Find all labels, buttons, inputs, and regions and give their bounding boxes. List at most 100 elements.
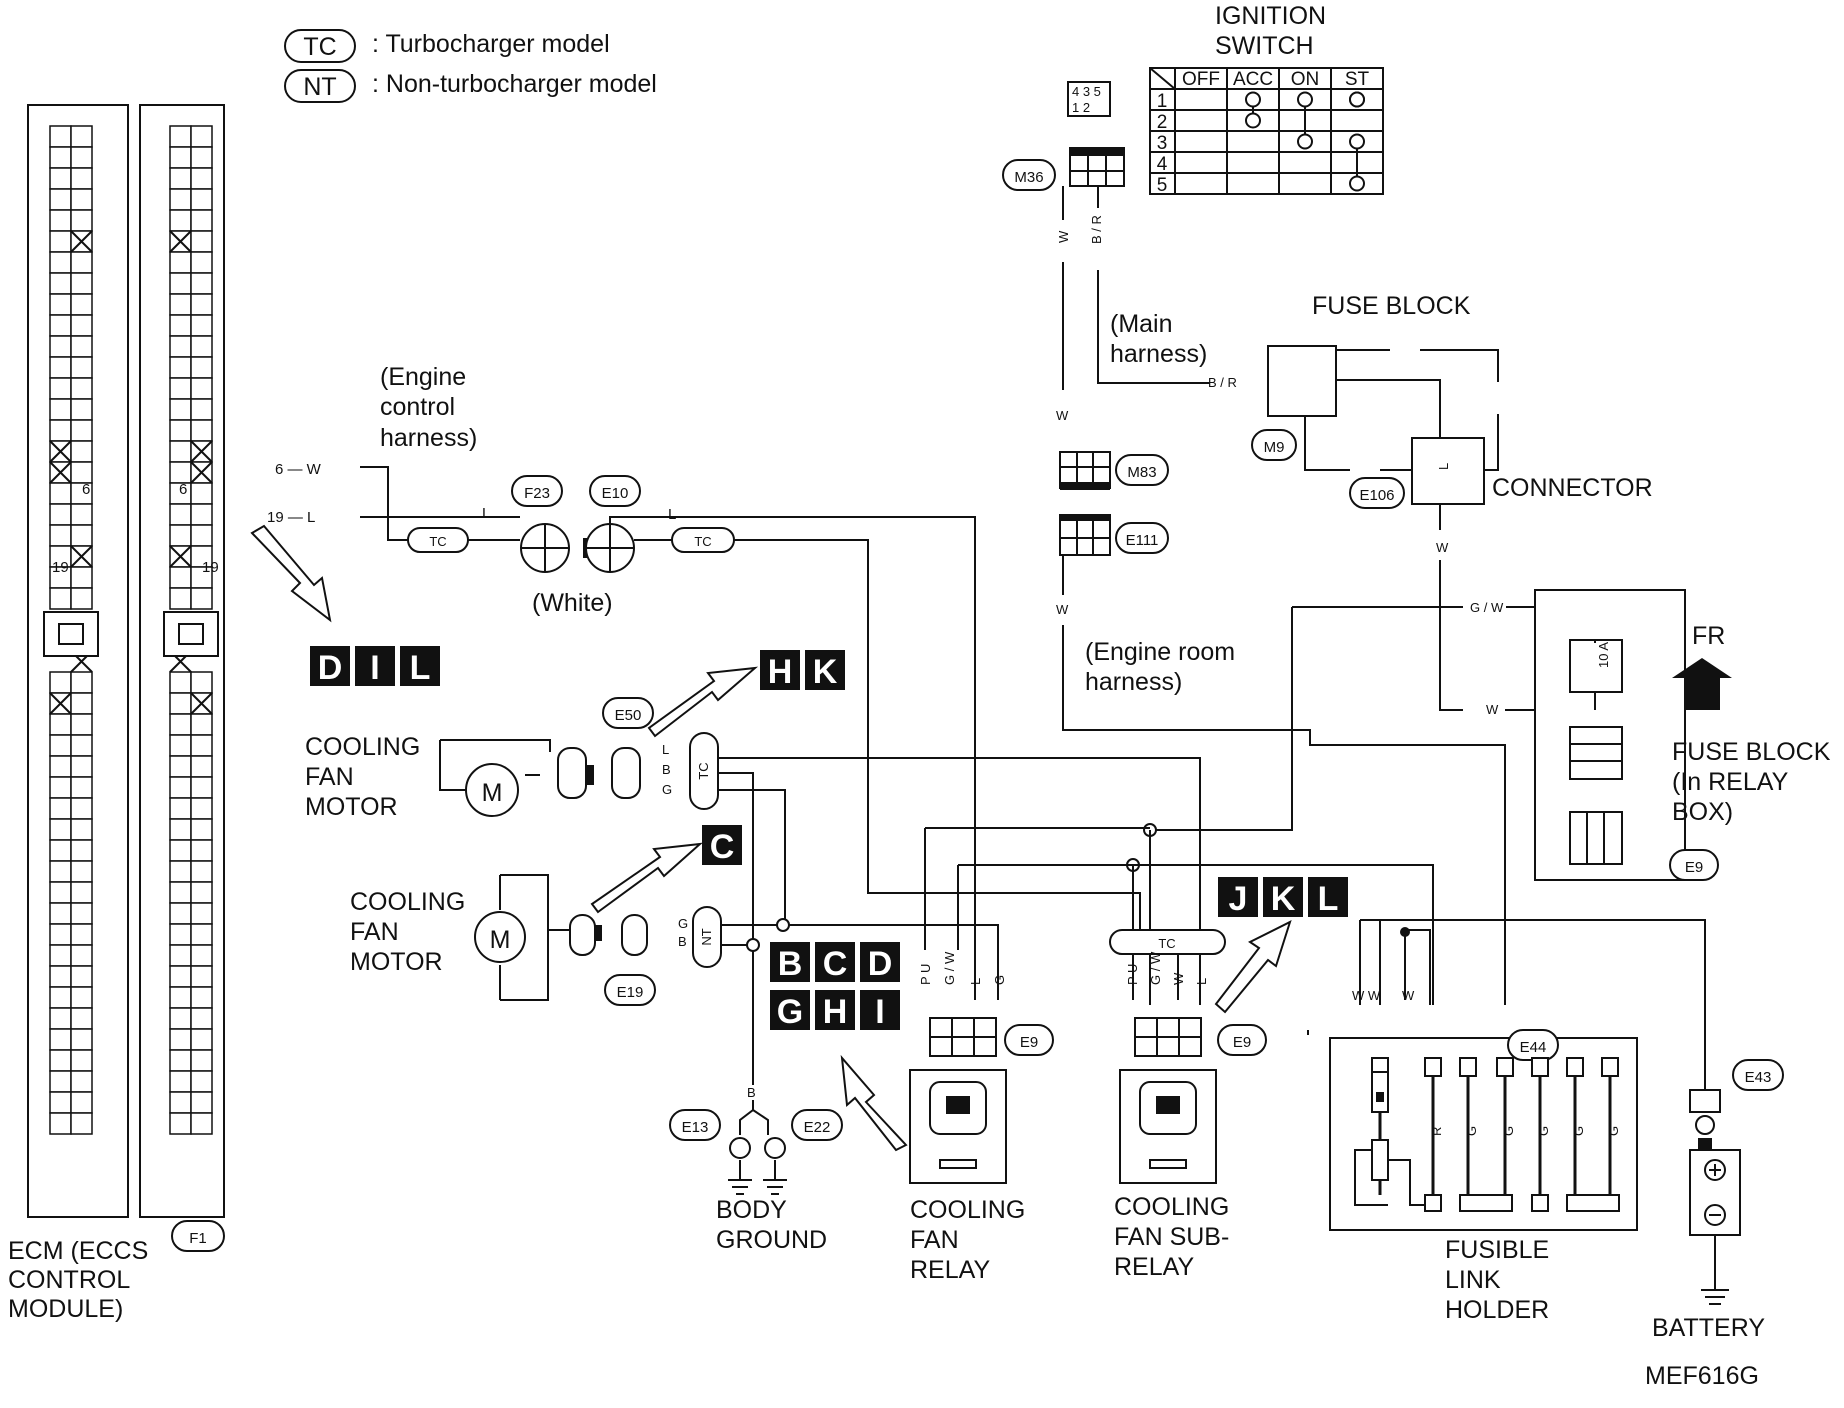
arrow-to-dil (250, 524, 332, 623)
ref-dil-letter-d: D (318, 649, 343, 687)
ecm-pin-cell (70, 1007, 93, 1030)
subrelay-line3: RELAY (1114, 1253, 1194, 1281)
wire-br-ign-down (1097, 186, 1210, 384)
wire-br-ign: B / R (1089, 215, 1104, 244)
ecm-pin-cell (169, 335, 192, 358)
connector-f23-grid (521, 524, 569, 572)
fusible-line1: FUSIBLE (1445, 1236, 1549, 1264)
relay-line1: COOLING (910, 1196, 1025, 1224)
cooling-fan-sub-relay: TC P U G / W W L E9 COOLING FAN SUB- REL… (925, 823, 1434, 1281)
harness-main-line1: (Main (1110, 310, 1173, 338)
ecm-pin-cell (49, 209, 72, 232)
ecm-pin-cell (190, 587, 213, 610)
ecm-pin-cell (49, 503, 72, 526)
ecm-pin-cell (190, 776, 213, 799)
ecm-pin-cell (49, 860, 72, 883)
ecm-label-line2: CONTROL (8, 1266, 130, 1294)
ecm-pin-cell (70, 1049, 93, 1072)
ecm-pin-cell (70, 356, 93, 379)
connector-m36-header (1070, 148, 1124, 156)
harness-engine-control-line1: (Engine (380, 363, 466, 391)
ecm-label-line3: MODULE) (8, 1295, 123, 1323)
ref-bcd-letter-d: D (868, 945, 893, 983)
connector-e9-subrelay-badge (1217, 1024, 1267, 1056)
ecm-pin-cell (49, 482, 72, 505)
connector-e50-latch (586, 765, 594, 785)
ecm-pin-cell (169, 965, 192, 988)
connector-e43-label: E43 (1745, 1069, 1772, 1086)
wire-w-conn: W (1436, 540, 1449, 555)
connector-f23-badge (511, 475, 563, 507)
ecm-pin-unused-mark (49, 692, 72, 715)
legend-nt-badge (284, 69, 356, 103)
harness-engine-control-line2: control (380, 393, 455, 421)
ref-ghi-box-g (770, 990, 810, 1030)
connector-m83-band (1060, 482, 1110, 490)
relay-connector-grid (930, 1018, 996, 1056)
body-ground-line1: BODY (716, 1196, 787, 1224)
wire-tc-l (718, 757, 1201, 1005)
ecm-pin-cell (169, 587, 192, 610)
wire-fuse-to-connector (1336, 379, 1441, 445)
ecm-pin-cell (190, 860, 213, 883)
ecm-pin-cell (49, 1007, 72, 1030)
body-ground-line2: GROUND (716, 1226, 827, 1254)
wire-g-e19: G (678, 916, 688, 931)
engine-room-harness: W M83 E111 W (Engine room harness) (1056, 408, 1506, 1005)
ecm-pin-cell (49, 1112, 72, 1135)
ecm-pin-cell (169, 1007, 192, 1030)
ignition-row-3: 3 (1157, 133, 1168, 154)
ignition-contact-icon (1245, 112, 1261, 129)
ecm-pin-cell (70, 293, 93, 316)
fusible-link-top-terminal (1424, 1057, 1442, 1077)
fusible-line2: LINK (1445, 1266, 1501, 1294)
legend-tc-code: TC (303, 33, 336, 61)
ecm-pin-cell (49, 797, 72, 820)
fusible-link-color: G (1464, 1126, 1479, 1136)
connector-e111-band (1060, 515, 1110, 521)
connector-e9-subrelay-label: E9 (1233, 1034, 1251, 1051)
ecm-pin-cell (190, 251, 213, 274)
ref-c-box-c (702, 825, 742, 865)
connector-m36-label: M36 (1014, 169, 1043, 186)
wire-tc-to-subrelay (734, 539, 1141, 930)
ecm-pin-unused-mark (169, 545, 192, 568)
ref-ghi-letter-i: I (875, 993, 884, 1031)
connector-e111-label: E111 (1126, 532, 1159, 549)
connector-e19-plug-b (621, 914, 648, 956)
fan-motor-2-leads (499, 874, 570, 1001)
ecm-pin-cell (169, 272, 192, 295)
ecm-pin-cell (49, 713, 72, 736)
ecm-pin-cell (49, 377, 72, 400)
battery: E43 BATTERY (1652, 1059, 1784, 1342)
ecm-pin-cell (70, 335, 93, 358)
ecm-pin-cell (49, 251, 72, 274)
connector-e106-label: E106 (1359, 487, 1394, 504)
ref-ghi-box-h (815, 990, 855, 1030)
ignition-connector-face (1067, 81, 1111, 117)
ecm-pin-cell (190, 986, 213, 1009)
ref-hk-box-k (805, 650, 845, 690)
ecm-pin-19-left: 19 (52, 559, 69, 576)
connector-m36-badge (1002, 159, 1056, 191)
ref-hk-box-h (760, 650, 800, 690)
fan-motor-2-line3: MOTOR (350, 948, 443, 976)
wire-b-e19: B (678, 934, 687, 949)
ecm-pin-cell (190, 167, 213, 190)
ref-bcd-letter-b: B (778, 945, 803, 983)
ecm-pin-cell (169, 524, 192, 547)
ref-ghi-letter-h: H (823, 993, 848, 1031)
ecm-pin-cell (169, 419, 192, 442)
ecm-pin-cell (190, 524, 213, 547)
ecm-pin-cell (49, 398, 72, 421)
ref-bcd-box-c (815, 942, 855, 982)
ecm-key-slot (58, 623, 84, 645)
subrelay-base (1149, 1159, 1187, 1169)
ecm-pin-cell (169, 776, 192, 799)
ecm-pin-cell (70, 839, 93, 862)
connector-e10-badge (589, 475, 641, 507)
ecm-pin-cell (70, 167, 93, 190)
ecm-pin-cell (70, 776, 93, 799)
